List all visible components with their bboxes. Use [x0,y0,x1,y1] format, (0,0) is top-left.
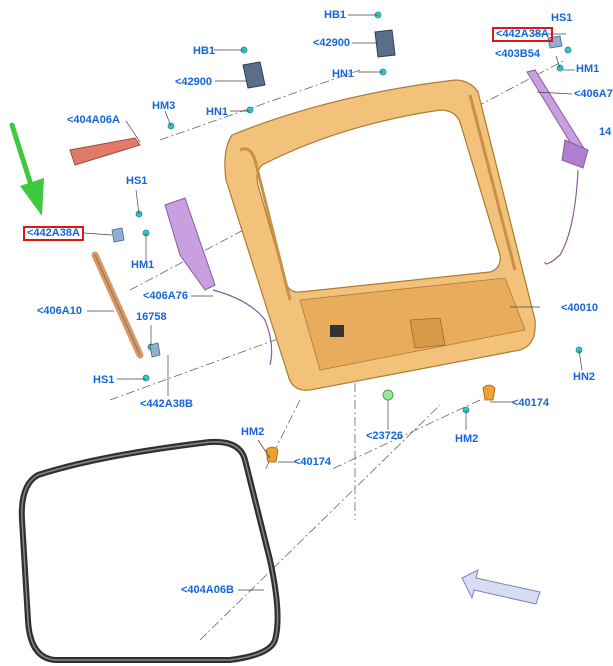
label-hb1-top[interactable]: HB1 [324,9,347,21]
label-hm1-top-right[interactable]: HM1 [576,63,600,75]
label-403b54[interactable]: <403B54 [495,48,540,60]
bump-stops [265,384,496,463]
label-hm3[interactable]: HM3 [152,100,176,112]
door-seal [18,438,281,663]
label-40010[interactable]: <40010 [561,302,599,314]
hinges [242,29,396,89]
left-trim-panel [164,197,273,366]
clips [111,35,563,358]
label-42900-top[interactable]: <42900 [313,37,351,49]
label-hn1-top[interactable]: HN1 [332,68,355,80]
label-406a7[interactable]: <406A7 [574,88,613,100]
liftgate-panel [224,79,536,391]
label-hb1-left[interactable]: HB1 [193,45,216,57]
fasteners [135,11,583,462]
label-hm2-right[interactable]: HM2 [455,433,479,445]
label-40174-right[interactable]: <40174 [512,397,550,409]
green-plug [382,389,394,401]
label-406a10[interactable]: <406A10 [37,305,82,317]
label-406a76[interactable]: <406A76 [143,290,188,302]
label-442a38a-top-right[interactable]: <442A38A [492,27,553,42]
label-442a38b[interactable]: <442A38B [140,398,193,410]
label-hs1-top-right[interactable]: HS1 [551,12,573,24]
gas-strut [91,251,144,359]
label-hs1-bottom[interactable]: HS1 [93,374,115,386]
label-442a38a-left[interactable]: <442A38A [23,226,84,241]
label-404a06a[interactable]: <404A06A [67,114,120,126]
label-404a06b[interactable]: <404A06B [181,584,234,596]
green-pointer-arrow-icon [9,122,44,216]
spoiler-part [69,137,141,166]
label-16758[interactable]: 16758 [136,311,167,323]
label-hs1-left[interactable]: HS1 [126,175,148,187]
right-trim-panel [526,69,589,265]
label-hn2[interactable]: HN2 [573,371,596,383]
label-leaders [83,14,583,591]
label-hm1-left[interactable]: HM1 [131,259,155,271]
label-40174-left[interactable]: <40174 [294,456,332,468]
label-14-partial[interactable]: 14 [599,126,612,138]
label-hn1-left[interactable]: HN1 [206,106,229,118]
direction-arrow-icon [461,569,541,605]
label-42900-left[interactable]: <42900 [175,76,213,88]
label-23726[interactable]: <23726 [366,430,404,442]
label-hm2-left[interactable]: HM2 [241,426,265,438]
